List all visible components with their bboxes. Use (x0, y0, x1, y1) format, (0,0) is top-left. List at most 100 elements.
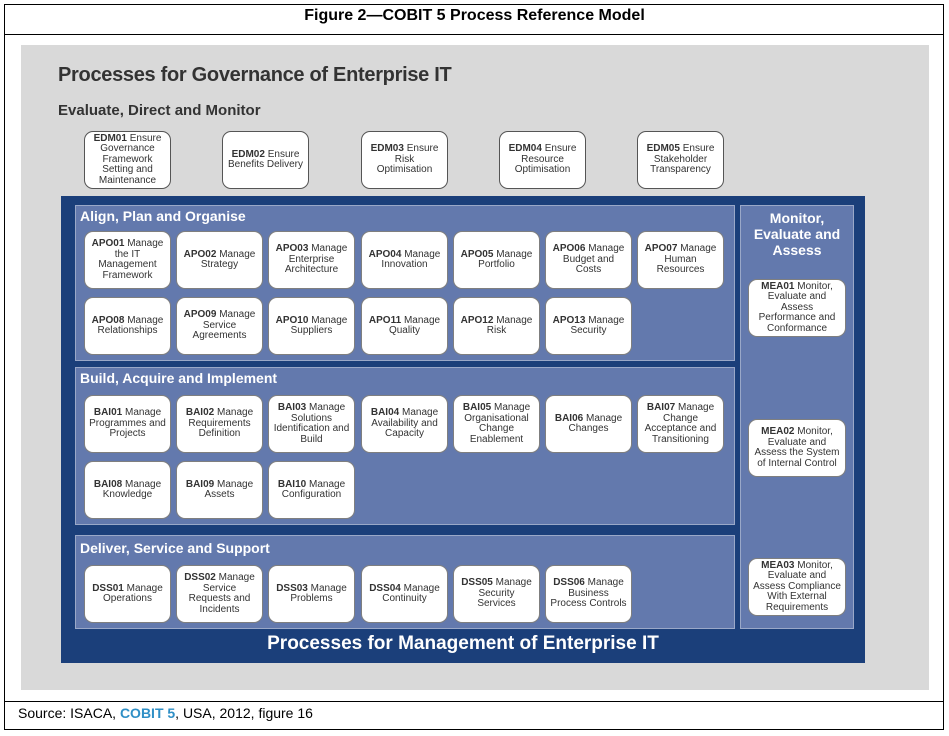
figure-title: Figure 2—COBIT 5 Process Reference Model (304, 7, 645, 24)
process-name: Manage Problems (290, 582, 347, 604)
process-code: DSS02 (184, 572, 216, 583)
process-code: DSS01 (92, 582, 124, 594)
process-card-apo04: APO04 Manage Innovation (361, 231, 448, 289)
process-name: Monitor, Evaluate and Assess the System … (754, 426, 840, 469)
process-name: Manage Risk (486, 314, 533, 336)
process-name: Manage Human Resources (656, 243, 717, 276)
process-name: Manage Organisational Change Enablement (464, 402, 531, 445)
process-code: MEA02 (761, 426, 795, 437)
process-name: Manage Solutions Identification and Buil… (273, 402, 350, 445)
process-name: Manage Enterprise Architecture (284, 243, 348, 276)
process-card-bai09: BAI09 Manage Assets (176, 461, 263, 519)
process-code: MEA01 (761, 280, 795, 292)
process-code: BAI05 (462, 402, 492, 413)
process-name: Manage Relationships (97, 314, 164, 336)
dss-title: Deliver, Service and Support (80, 540, 270, 556)
process-card-mea01: MEA01 Monitor, Evaluate and Assess Perfo… (748, 279, 846, 337)
process-name: Manage Service Agreements (192, 309, 256, 342)
source-line: Source: ISACA, COBIT 5, USA, 2012, figur… (18, 705, 313, 721)
bai-title: Build, Acquire and Implement (80, 370, 278, 386)
process-name: Manage Innovation (381, 248, 441, 270)
process-code: BAI10 (277, 478, 307, 490)
process-card-dss03: DSS03 Manage Problems (268, 565, 355, 623)
process-code: APO11 (368, 314, 402, 326)
process-name: Manage Assets (204, 478, 254, 500)
process-code: APO10 (275, 314, 309, 326)
process-card-dss02: DSS02 Manage Service Requests and Incide… (176, 565, 263, 623)
process-card-edm04: EDM04 Ensure Resource Optimisation (499, 131, 586, 189)
process-name: Ensure Resource Optimisation (514, 143, 577, 176)
process-card-bai10: BAI10 Manage Configuration (268, 461, 355, 519)
process-name: Manage Security (570, 314, 625, 336)
process-name: Manage Knowledge (102, 478, 162, 500)
process-code: BAI04 (370, 407, 400, 419)
source-divider (4, 701, 944, 702)
source-cobit-link[interactable]: COBIT 5 (119, 705, 176, 721)
process-name: Manage Budget and Costs (562, 243, 625, 276)
process-name: Ensure Risk Optimisation (376, 143, 439, 176)
process-name: Ensure Governance Framework Setting and … (98, 132, 162, 186)
process-code: APO13 (552, 314, 586, 326)
process-card-apo06: APO06 Manage Budget and Costs (545, 231, 632, 289)
process-code: APO05 (460, 248, 494, 260)
process-name: Manage Configuration (281, 478, 346, 500)
process-card-edm02: EDM02 Ensure Benefits Delivery (222, 131, 309, 189)
process-name: Manage the IT Management Framework (98, 238, 164, 281)
source-prefix: Source: ISACA, (18, 705, 120, 721)
process-code: APO01 (91, 238, 125, 249)
process-name: Manage Programmes and Projects (89, 407, 166, 440)
process-code: DSS06 (553, 577, 585, 589)
process-card-edm05: EDM05 Ensure Stakeholder Transparency (637, 131, 724, 189)
governance-heading: Processes for Governance of Enterprise I… (58, 64, 452, 86)
process-code: BAI03 (277, 402, 307, 413)
process-code: BAI02 (185, 407, 215, 419)
process-code: EDM05 (646, 143, 680, 155)
process-card-apo10: APO10 Manage Suppliers (268, 297, 355, 355)
process-name: Manage Portfolio (478, 248, 533, 270)
process-card-bai06: BAI06 Manage Changes (545, 395, 632, 453)
process-name: Manage Quality (388, 314, 441, 336)
process-card-apo13: APO13 Manage Security (545, 297, 632, 355)
process-name: Manage Availability and Capacity (371, 407, 439, 440)
process-card-apo12: APO12 Manage Risk (453, 297, 540, 355)
process-card-bai07: BAI07 Manage Change Acceptance and Trans… (637, 395, 724, 453)
process-name: Monitor, Evaluate and Assess Performance… (758, 280, 836, 334)
mea-title: Monitor, Evaluate and Assess (753, 210, 841, 258)
process-card-bai08: BAI08 Manage Knowledge (84, 461, 171, 519)
process-code: EDM04 (508, 143, 542, 155)
process-card-apo09: APO09 Manage Service Agreements (176, 297, 263, 355)
figure-frame (4, 4, 944, 730)
process-name: Manage Operations (103, 582, 163, 604)
process-code: APO06 (552, 243, 586, 255)
process-card-edm03: EDM03 Ensure Risk Optimisation (361, 131, 448, 189)
apo-title: Align, Plan and Organise (80, 208, 246, 224)
process-card-apo03: APO03 Manage Enterprise Architecture (268, 231, 355, 289)
title-divider (4, 34, 944, 35)
process-code: DSS04 (369, 582, 401, 594)
process-code: EDM03 (370, 143, 404, 155)
process-code: EDM02 (231, 148, 265, 160)
process-code: BAI08 (93, 478, 123, 490)
process-card-dss06: DSS06 Manage Business Process Controls (545, 565, 632, 623)
process-code: APO07 (644, 243, 678, 255)
management-heading: Processes for Management of Enterprise I… (267, 633, 659, 654)
process-name: Manage Changes (568, 412, 623, 434)
process-card-mea03: MEA03 Monitor, Evaluate and Assess Compl… (748, 558, 846, 616)
process-code: APO12 (460, 314, 494, 326)
process-name: Ensure Stakeholder Transparency (650, 143, 715, 176)
process-card-dss01: DSS01 Manage Operations (84, 565, 171, 623)
process-card-apo01: APO01 Manage the IT Management Framework (84, 231, 171, 289)
process-code: APO02 (183, 248, 217, 260)
process-code: BAI01 (93, 407, 123, 419)
process-card-mea02: MEA02 Monitor, Evaluate and Assess the S… (748, 419, 846, 477)
process-code: BAI07 (646, 402, 676, 413)
process-name: Manage Security Services (477, 577, 532, 610)
process-name: Manage Continuity (382, 582, 440, 604)
process-name: Manage Suppliers (290, 314, 348, 336)
process-name: Manage Service Requests and Incidents (188, 572, 255, 615)
process-card-edm01: EDM01 Ensure Governance Framework Settin… (84, 131, 171, 189)
process-name: Manage Requirements Definition (188, 407, 254, 440)
source-suffix: , USA, 2012, figure 16 (175, 705, 313, 721)
edm-heading: Evaluate, Direct and Monitor (58, 102, 261, 119)
process-card-bai04: BAI04 Manage Availability and Capacity (361, 395, 448, 453)
